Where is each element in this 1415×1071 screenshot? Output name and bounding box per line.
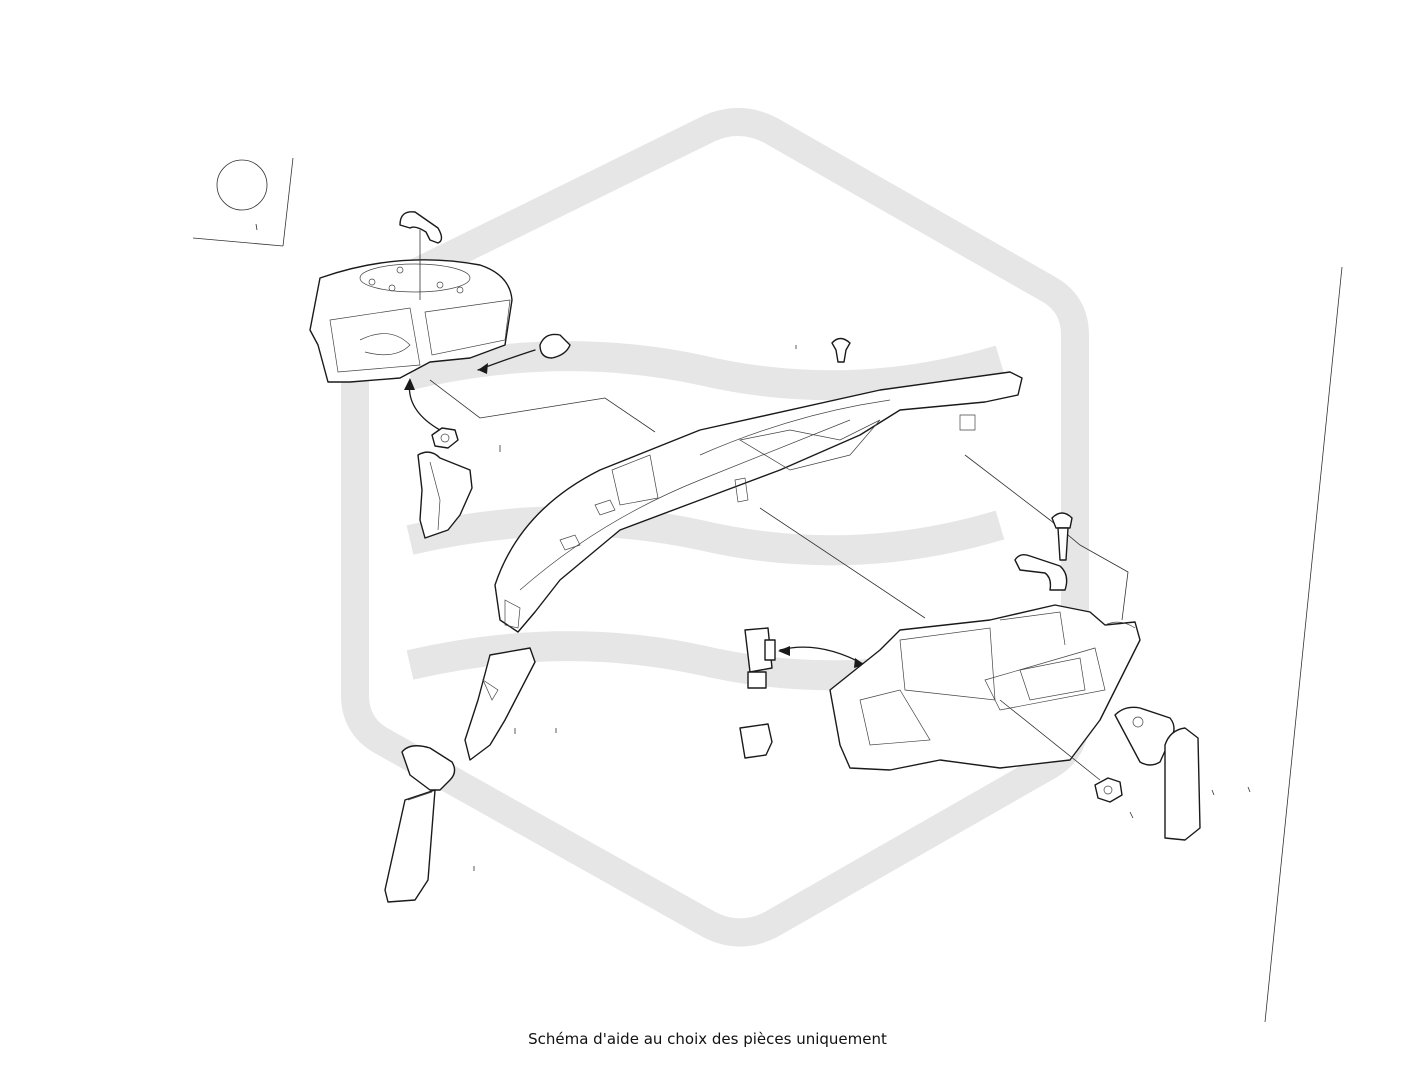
rubber-cap [539, 333, 571, 359]
hose-clip [1014, 553, 1068, 591]
right-duct-tube [1164, 727, 1201, 841]
air-box-housing [309, 259, 513, 383]
diagram-caption: Schéma d'aide au choix des pièces unique… [528, 1030, 887, 1048]
tick-marks [473, 345, 1251, 871]
sensor-connector [744, 627, 776, 689]
lower-left-bracket [464, 647, 536, 761]
right-air-duct-housing [829, 604, 1141, 771]
hex-nut-lower [1094, 777, 1123, 803]
strap-clip [399, 211, 443, 244]
hex-nut-upper [431, 427, 459, 449]
bolt-screw [1051, 512, 1073, 561]
frame-edge-line [1264, 266, 1343, 1023]
push-clip [831, 337, 851, 363]
watermark-logo [341, 107, 1089, 947]
gasket-right [1114, 706, 1175, 766]
cowl-panel [494, 371, 1023, 633]
bushing [739, 723, 773, 759]
left-bracket [417, 451, 473, 539]
lower-left-intake-duct [384, 745, 456, 903]
reference-circle-callout [192, 157, 294, 247]
